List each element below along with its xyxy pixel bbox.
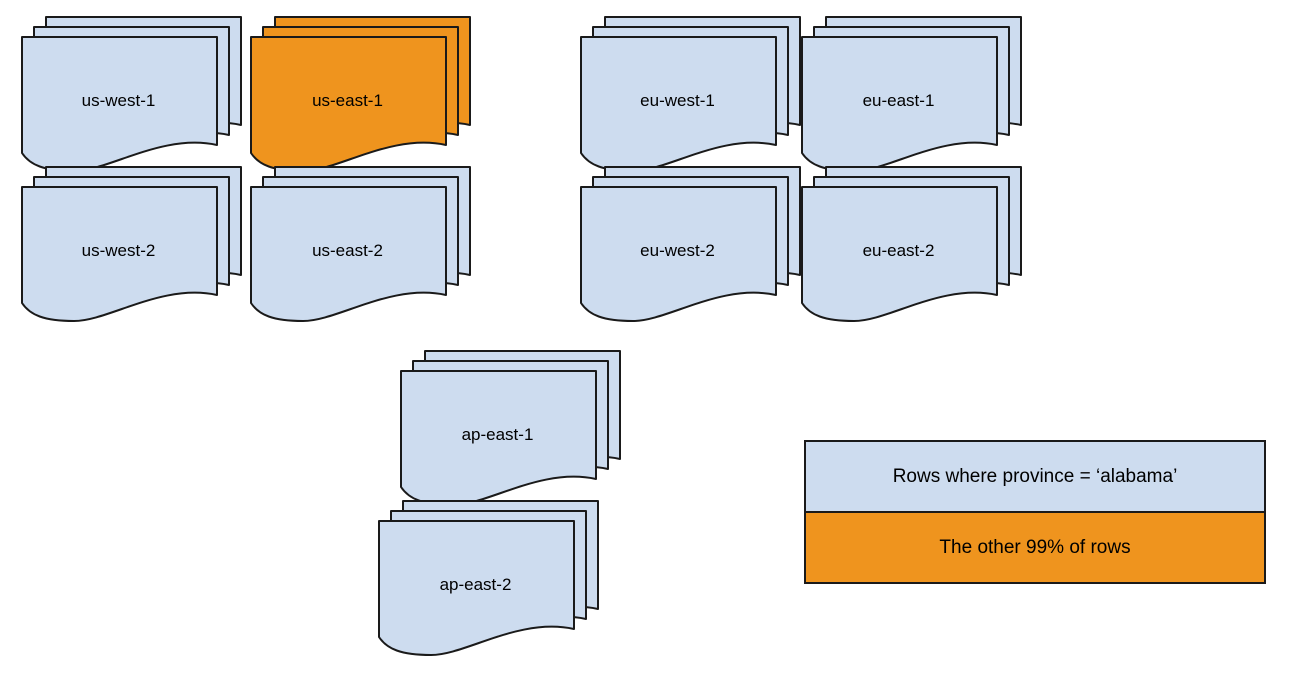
datastore-stack-us-east-1[interactable]: us-east-1: [250, 16, 480, 176]
datastore-stack-us-west-2[interactable]: us-west-2: [21, 166, 251, 326]
datastore-sheet: [801, 186, 998, 322]
datastore-sheets-us-east-1: [250, 16, 471, 172]
datastore-sheet: [250, 186, 447, 322]
legend-orange-text: The other 99% of rows: [939, 536, 1131, 558]
datastore-stack-ap-east-2[interactable]: ap-east-2: [378, 500, 608, 660]
datastore-sheet: [250, 36, 447, 172]
datastore-sheets-ap-east-2: [378, 500, 599, 656]
datastore-sheets-eu-west-2: [580, 166, 801, 322]
datastore-sheet: [21, 36, 218, 172]
legend-blue: Rows where province = ‘alabama’: [806, 442, 1264, 513]
datastore-sheets-us-west-1: [21, 16, 242, 172]
datastore-stack-ap-east-1[interactable]: ap-east-1: [400, 350, 630, 510]
datastore-stack-eu-west-1[interactable]: eu-west-1: [580, 16, 810, 176]
datastore-sheet: [378, 520, 575, 656]
datastore-stack-us-west-1[interactable]: us-west-1: [21, 16, 251, 176]
legend: Rows where province = ‘alabama’ The other…: [804, 440, 1266, 584]
legend-orange: The other 99% of rows: [806, 513, 1264, 582]
datastore-stack-eu-west-2[interactable]: eu-west-2: [580, 166, 810, 326]
datastore-sheet: [400, 370, 597, 506]
datastore-sheets-ap-east-1: [400, 350, 621, 506]
datastore-sheets-us-east-2: [250, 166, 471, 322]
datastore-sheet: [801, 36, 998, 172]
datastore-sheets-us-west-2: [21, 166, 242, 322]
datastore-sheets-eu-west-1: [580, 16, 801, 172]
datastore-sheet: [580, 186, 777, 322]
datastore-sheets-eu-east-2: [801, 166, 1022, 322]
datastore-stack-eu-east-1[interactable]: eu-east-1: [801, 16, 1031, 176]
datastore-stack-us-east-2[interactable]: us-east-2: [250, 166, 480, 326]
datastore-stack-eu-east-2[interactable]: eu-east-2: [801, 166, 1031, 326]
datastore-sheet: [580, 36, 777, 172]
datastore-sheets-eu-east-1: [801, 16, 1022, 172]
datastore-sheet: [21, 186, 218, 322]
legend-blue-text: Rows where province = ‘alabama’: [892, 465, 1178, 487]
